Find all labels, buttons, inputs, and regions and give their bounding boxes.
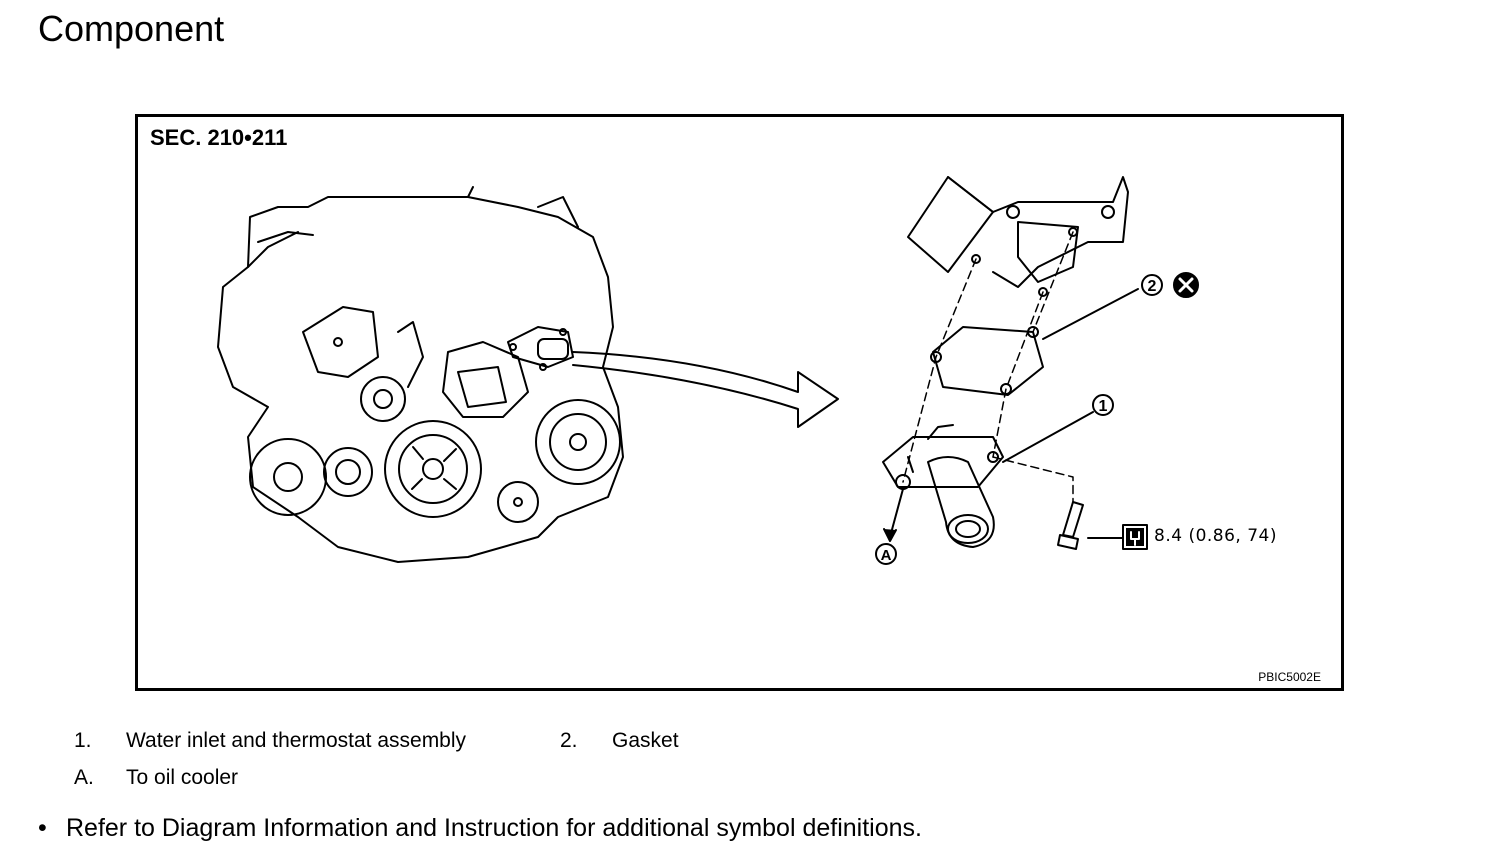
callout-a-label: A	[881, 547, 892, 564]
bullet: •	[38, 814, 47, 842]
callout-a: A	[875, 543, 897, 565]
do-not-reuse-icon	[1173, 272, 1199, 298]
page-title: Component	[38, 8, 225, 49]
torque-wrench-icon	[1122, 524, 1148, 550]
legend-text-1: Water inlet and thermostat assembly	[126, 729, 467, 752]
legend-key-a: A.	[74, 766, 94, 789]
symbol-note: • Refer to Diagram Information and Instru…	[38, 814, 922, 843]
engine-diagram: 2 1 A	[217, 176, 1199, 565]
callout-1-label: 1	[1099, 398, 1108, 415]
section-label: SEC. 210•211	[150, 125, 288, 150]
figure-code: PBIC5002E	[1258, 670, 1321, 684]
callout-2-label: 2	[1148, 278, 1157, 295]
torque-spec: 8.4 (0.86, 74)	[1154, 526, 1277, 546]
legend-text-2: Gasket	[612, 729, 679, 752]
callout-1: 1	[1092, 394, 1114, 416]
engine-illustration	[217, 186, 624, 563]
legend-text-a: To oil cooler	[126, 766, 239, 789]
legend-key-2: 2.	[560, 729, 578, 752]
exploded-view	[882, 176, 1139, 550]
component-figure: 2 1 A SEC. 210•211 8.4 (0.86, 74) PBIC50…	[135, 114, 1344, 691]
callout-2: 2	[1141, 274, 1163, 296]
legend-key-1: 1.	[74, 729, 92, 752]
direction-arrow	[572, 351, 839, 428]
note-text: Refer to Diagram Information and Instruc…	[66, 814, 922, 842]
